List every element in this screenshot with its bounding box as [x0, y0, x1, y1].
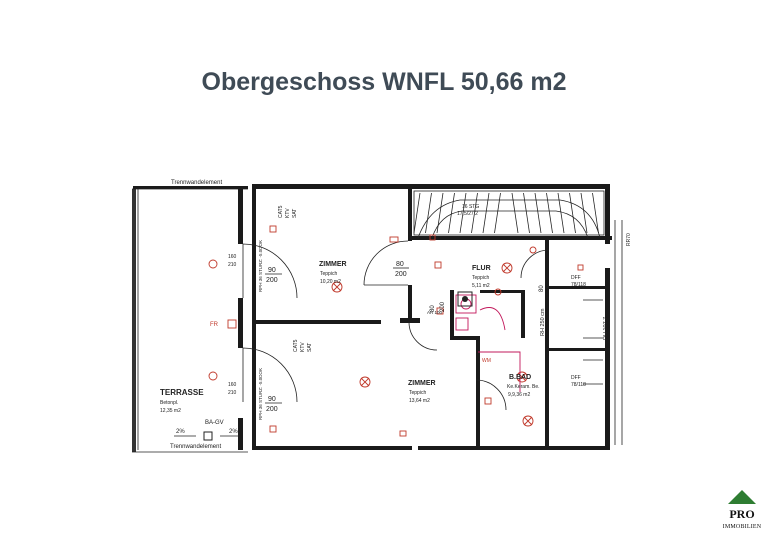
doors: [242, 240, 603, 411]
door-200-b-label: 200: [266, 406, 278, 413]
door-80-vertical-2: 80: [539, 285, 545, 292]
door-80-label: 80: [396, 261, 404, 268]
flur-area: 5,11 m2: [472, 283, 490, 289]
stair-step: [482, 192, 490, 234]
rph-label-2: RPH 36 STURZ: -5.0DOK: [258, 368, 263, 420]
bad-name: B.BAD: [509, 374, 531, 381]
room2-name: ZIMMER: [408, 380, 436, 387]
ba-gv-label: BA-GV: [205, 420, 224, 426]
door-90-a-label: 90: [268, 267, 276, 274]
terrasse-name: TERRASSE: [160, 388, 204, 397]
room-height-107: RH 107,7: [603, 317, 609, 340]
flur-floor: Teppich: [472, 275, 489, 281]
window-210-a: 210: [228, 262, 237, 268]
dff-2-size: 78/118: [571, 382, 586, 388]
window-210-b: 210: [228, 390, 237, 396]
slope-right-label: 2%: [229, 429, 238, 435]
plan-title: Obergeschoss WNFL 50,66 m2: [201, 68, 567, 96]
stair-step: [580, 192, 588, 234]
trennwand-bottom-label: Trennwandelement: [170, 444, 221, 450]
room1-area: 10,20 m2: [320, 279, 341, 285]
dff-1-label: DFF: [571, 275, 581, 281]
ar-100-label: AR 100: [427, 310, 443, 315]
shaft-dot-icon: [462, 296, 468, 302]
sat-label-2: SAT: [307, 343, 313, 352]
dff-2-label: DFF: [571, 375, 581, 381]
stair-step: [511, 192, 519, 234]
logo-text: PRO: [729, 507, 754, 521]
stair-step: [534, 192, 542, 234]
slope-left-label: 2%: [176, 429, 185, 435]
trennwand-top-label: Trennwandelement: [171, 180, 222, 186]
room2-floor: Teppich: [409, 390, 426, 396]
rr70-label: RR70: [626, 233, 632, 246]
electrical-symbols: FR WM: [208, 225, 584, 437]
terrasse-area: 12,35 m2: [160, 408, 181, 414]
window-160-a: 160: [228, 254, 237, 260]
shaft-icon: [457, 291, 473, 307]
pro-immobilien-logo: PRO IMMOBILIEN: [723, 490, 762, 530]
drain-icon: [203, 431, 213, 441]
ktv-label-1: KTV: [285, 208, 291, 218]
bad-area: 9,9,36 m2: [508, 392, 530, 398]
stair-step: [494, 192, 501, 234]
text-labels: Trennwandelement Trennwandelement ZIMMER…: [160, 180, 632, 450]
outer-walls: [132, 184, 623, 453]
terrasse-floor: Betonpl.: [160, 400, 178, 406]
door-200-a-label: 200: [266, 277, 278, 284]
room-height-250: RH 250 cm: [540, 308, 546, 336]
interior-walls: [256, 189, 612, 448]
cat5-label-1: CAT5: [278, 205, 284, 218]
door-200-vertical: 200: [440, 301, 446, 312]
door-90-b-label: 90: [268, 396, 276, 403]
logo-subtext: IMMOBILIEN: [723, 524, 762, 530]
rph-label-1: RPH 36 STURZ: -5.0DOK: [258, 240, 263, 292]
room1-floor: Teppich: [320, 271, 337, 277]
stairs-dimension: 17,5/27,2: [457, 211, 478, 217]
stair-step: [448, 192, 455, 234]
door-80-vertical-1: 80: [430, 305, 436, 312]
logo-roof-icon: [728, 490, 756, 504]
sat-label-1: SAT: [292, 209, 298, 218]
stair-step: [557, 192, 565, 234]
stair-step: [413, 192, 421, 234]
dff-1-size: 78/118: [571, 282, 586, 288]
stair-step: [436, 192, 444, 234]
door-200-label: 200: [395, 271, 407, 278]
room1-name: ZIMMER: [319, 261, 347, 268]
ktv-label-2: KTV: [300, 342, 306, 352]
room2-area: 13,64 m2: [409, 398, 430, 404]
cat5-label-2: CAT5: [293, 339, 299, 352]
wm-label: WM: [482, 358, 491, 364]
stairs-label: 16 STG: [462, 204, 479, 210]
window-160-b: 160: [228, 382, 237, 388]
fr-label: FR: [210, 322, 219, 328]
stair-step: [569, 192, 576, 234]
flur-name: FLUR: [472, 265, 491, 272]
bad-floor: Ke.Keram. Be.: [507, 384, 540, 390]
stair-step: [425, 192, 432, 234]
stair-step: [546, 192, 553, 234]
staircase: 16 STG 17,5/27,2: [413, 190, 605, 239]
stair-step: [592, 192, 599, 234]
sanitary-fixtures: [455, 294, 521, 392]
stair-step: [523, 192, 530, 234]
